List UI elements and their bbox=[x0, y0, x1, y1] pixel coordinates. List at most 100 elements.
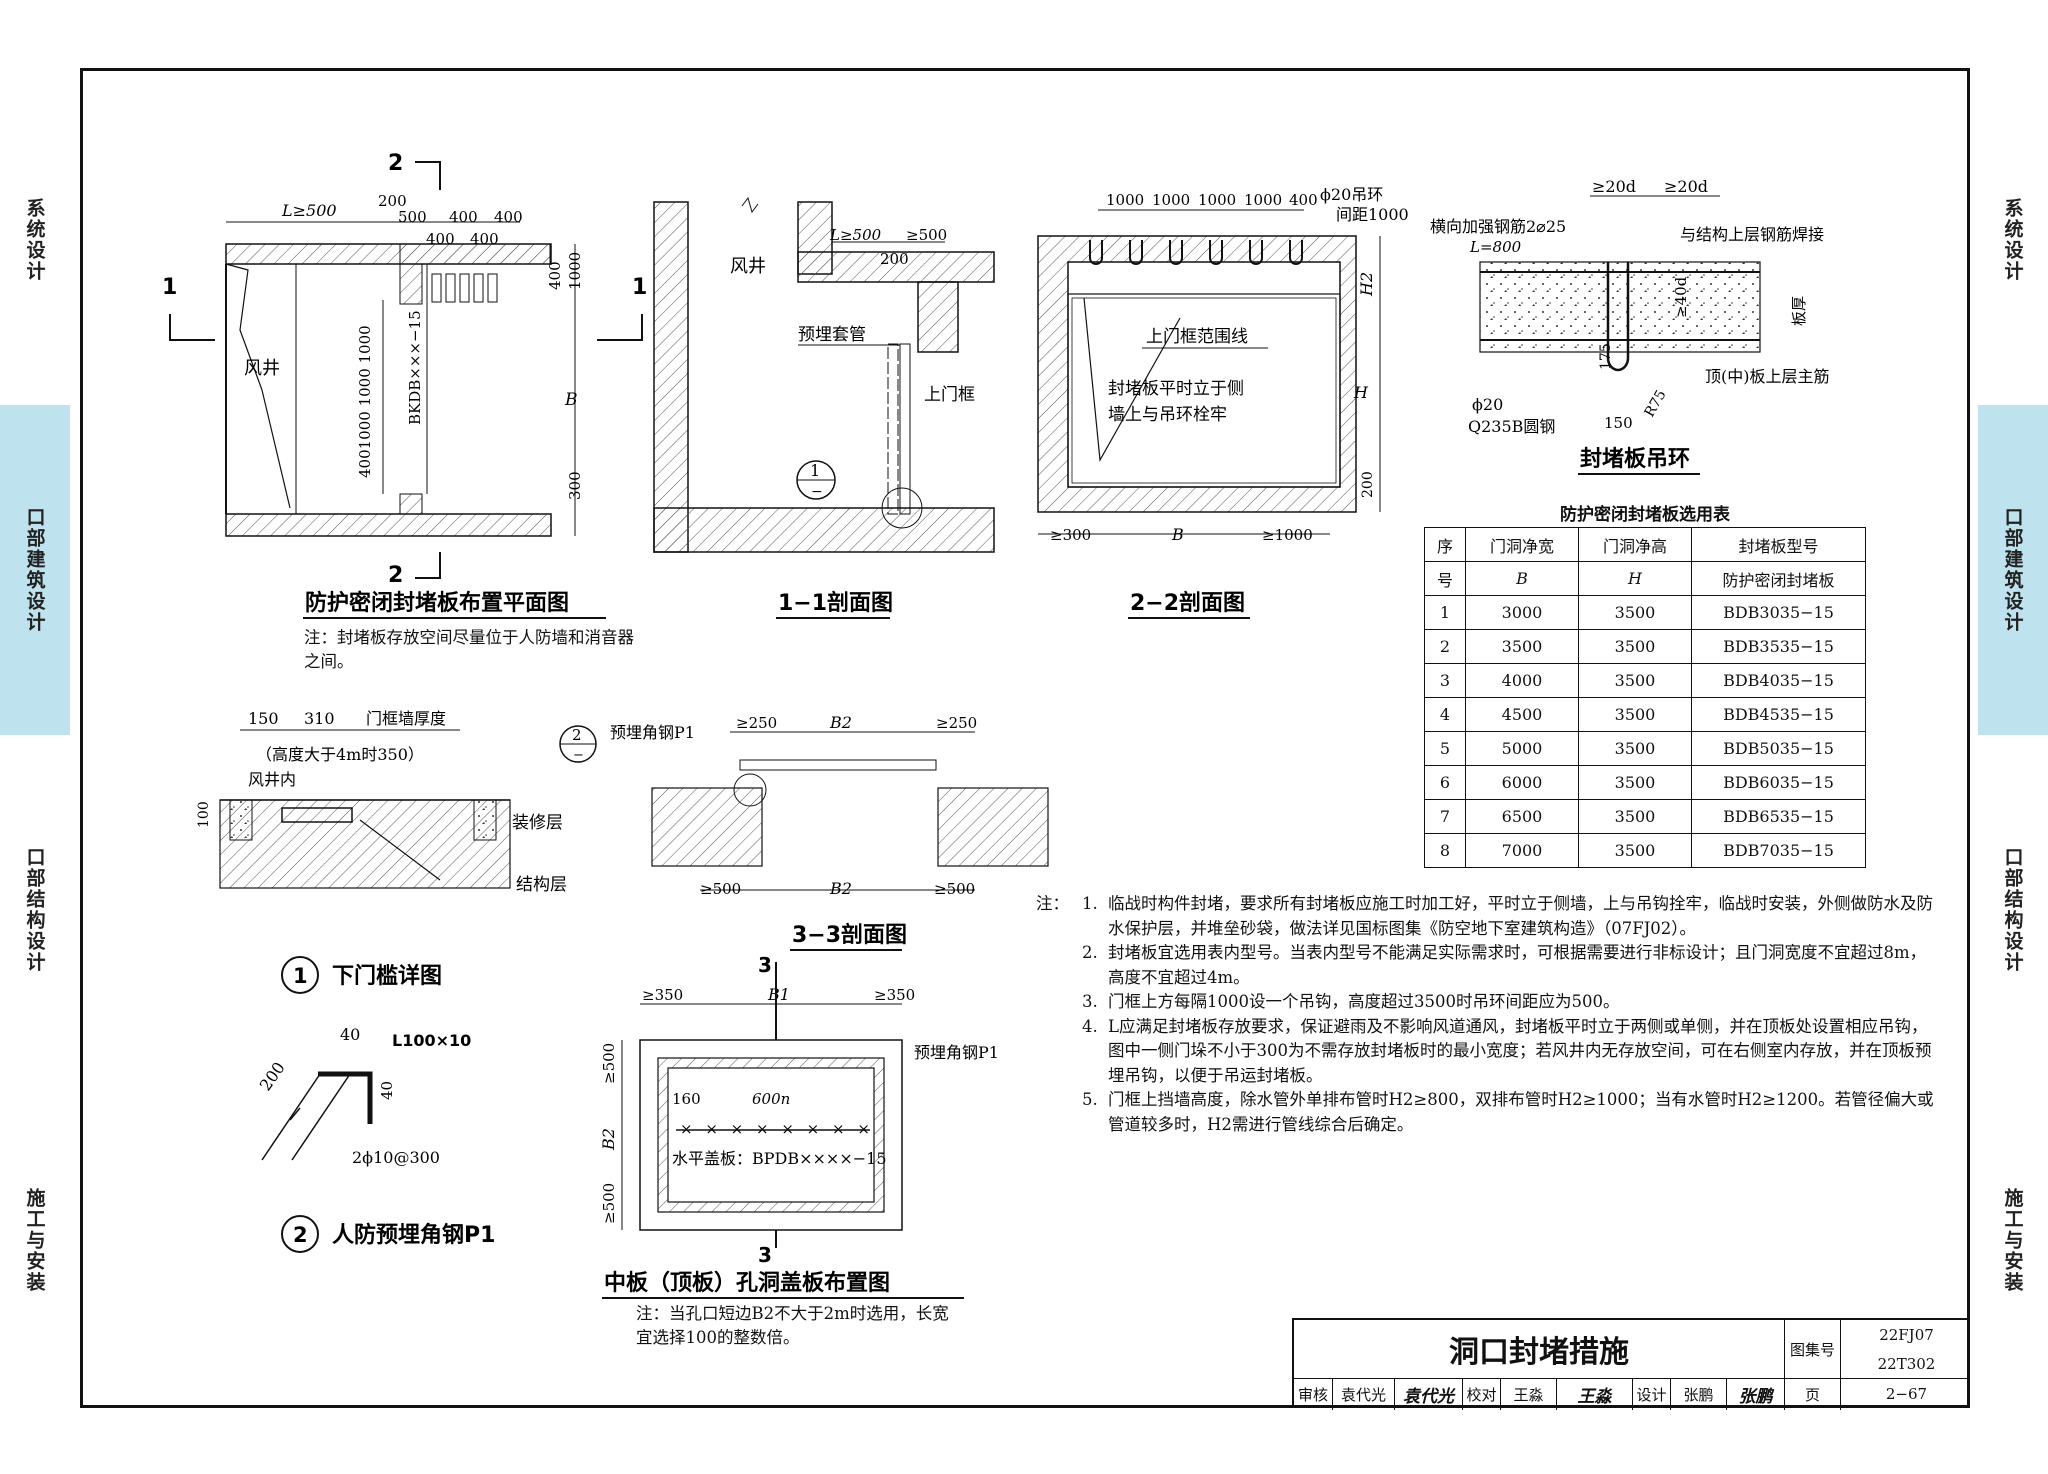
angle-bar-label: 2ϕ10@300 bbox=[352, 1148, 440, 1167]
table-cell: BDB7035−15 bbox=[1691, 833, 1866, 868]
table-cell: BDB6535−15 bbox=[1691, 799, 1866, 834]
s33-dim-B2-top: B2 bbox=[829, 713, 852, 732]
plan-dim-300: 300 bbox=[566, 471, 584, 500]
s11-detail-ref-dash: − bbox=[811, 484, 823, 500]
notes-list: 1.临战时构件封堵，要求所有封堵板应施工时加工好，平时立于侧墙，上与吊钩拴牢，临… bbox=[1082, 892, 1942, 1137]
s22-dim-H2: H2 bbox=[1357, 272, 1376, 297]
plan-title: 防护密闭封堵板布置平面图 bbox=[305, 590, 569, 616]
check-signature: 王淼 bbox=[1556, 1378, 1632, 1410]
s33-angle-label: 预埋角钢P1 bbox=[610, 723, 695, 742]
s33-ref-dash: − bbox=[573, 748, 584, 763]
table-cell: BDB3035−15 bbox=[1691, 595, 1866, 630]
plan-fengjing-label: 风井 bbox=[244, 358, 280, 379]
cover-dim-B2: B2 bbox=[599, 1128, 618, 1151]
check-name: 王淼 bbox=[1500, 1378, 1556, 1410]
s11-fengjing-label: 风井 bbox=[730, 256, 766, 277]
side-tab-entrance-architecture[interactable]: 口部建筑设计 bbox=[0, 405, 70, 735]
ring-dim-20d-a: ≥20d bbox=[1592, 177, 1636, 196]
s22-dim-200: 200 bbox=[1360, 471, 1376, 498]
side-tab-construction-right[interactable]: 施工与安装 bbox=[2001, 1187, 2024, 1293]
table-cell: 6500 bbox=[1465, 799, 1579, 834]
table-cell: 7000 bbox=[1465, 833, 1579, 868]
s33-dim-250b: ≥250 bbox=[936, 714, 977, 732]
side-tab-system-design[interactable]: 系统设计 bbox=[23, 198, 46, 282]
table-subheader-row: 号 B H 防护密闭封堵板 bbox=[1424, 561, 1866, 596]
cover-title: 中板（顶板）孔洞盖板布置图 bbox=[604, 1270, 890, 1296]
table-cell: 3500 bbox=[1578, 765, 1692, 800]
side-tab-system-design-right[interactable]: 系统设计 bbox=[2001, 198, 2024, 282]
ring-bar-label: 横向加强钢筋2⌀25 bbox=[1430, 217, 1566, 236]
sill-title: 下门槛详图 bbox=[332, 963, 442, 989]
plan-dim-L: L≥500 bbox=[281, 201, 337, 220]
title-block-row-signatures: 审核 袁代光 袁代光 校对 王淼 王淼 设计 张鹏 张鹏 页 2−67 bbox=[1294, 1378, 1970, 1410]
table-cell: BDB4535−15 bbox=[1691, 697, 1866, 732]
plan-dim-400d: 400 bbox=[470, 230, 499, 248]
side-tab-entrance-architecture-right[interactable]: 口部建筑设计 bbox=[1978, 405, 2048, 735]
s22-dim-1000c: 1000 bbox=[1198, 191, 1236, 209]
ring-dim-R75: R75 bbox=[1642, 387, 1670, 420]
plan-section-2-bottom: 2 bbox=[388, 563, 403, 588]
s22-title: 2−2剖面图 bbox=[1130, 590, 1245, 616]
note-item: 1.临战时构件封堵，要求所有封堵板应施工时加工好，平时立于侧墙，上与吊钩拴牢，临… bbox=[1082, 894, 1933, 938]
table-header-cell: 号 bbox=[1424, 561, 1466, 596]
cover-note: 注：当孔口短边B2不大于2m时选用，长宽宜选择100的整数倍。 bbox=[636, 1302, 956, 1350]
s22-ring-label: ϕ20吊环 bbox=[1320, 185, 1383, 204]
page-number: 2−67 bbox=[1840, 1378, 1972, 1410]
table-cell: 3500 bbox=[1578, 629, 1692, 664]
notes-label: 注： bbox=[1036, 894, 1069, 913]
s22-dim-1000e: ≥1000 bbox=[1262, 526, 1313, 544]
ring-dim-175: 175 bbox=[1598, 343, 1614, 370]
s22-dim-H: H bbox=[1353, 383, 1369, 402]
plan-dim-vertical: 4001000 1000 1000 bbox=[356, 325, 374, 478]
table-cell: BDB6035−15 bbox=[1691, 765, 1866, 800]
section-3-3: 2 − 预埋角钢P1 ≥250 B2 ≥250 ≥500 B2 ≥500 3−3… bbox=[559, 713, 1049, 951]
plan-note-text: 封堵板存放空间尽量位于人防墙和消音器之间。 bbox=[304, 628, 634, 671]
cover-dim-500b: ≥500 bbox=[600, 1183, 618, 1224]
table-header-cell: 封堵板型号 bbox=[1691, 527, 1866, 562]
ring-phi-label: ϕ20 bbox=[1472, 395, 1503, 414]
plan-dim-500: 500 bbox=[398, 208, 427, 226]
angle-circle-num: 2 bbox=[293, 1223, 308, 1247]
left-side-tabs: 系统设计 口部建筑设计 口部结构设计 施工与安装 bbox=[0, 0, 70, 1474]
table-header-cell: 序 bbox=[1424, 527, 1466, 562]
side-tab-construction[interactable]: 施工与安装 bbox=[23, 1187, 46, 1293]
plan-view: 风井 BKDB×××−15 4001000 1000 1000 1000 B 3… bbox=[162, 151, 647, 619]
s22-dim-1000a: 1000 bbox=[1106, 191, 1144, 209]
plan-section-1-left: 1 bbox=[162, 275, 177, 300]
table-cell: 3500 bbox=[1578, 663, 1692, 698]
plan-dim-400: 400 bbox=[546, 261, 564, 290]
table-cell: 1 bbox=[1424, 595, 1466, 630]
table-subheader-cell: B bbox=[1465, 561, 1579, 596]
sill-dim-100: 100 bbox=[196, 801, 212, 828]
review-name: 袁代光 bbox=[1332, 1378, 1394, 1410]
side-tab-entrance-structure[interactable]: 口部结构设计 bbox=[23, 847, 46, 973]
side-tab-entrance-structure-right[interactable]: 口部结构设计 bbox=[2001, 847, 2024, 973]
ring-L-label: L=800 bbox=[1469, 238, 1522, 256]
table-cell: 3500 bbox=[1578, 799, 1692, 834]
s11-stacked-boards bbox=[887, 343, 911, 515]
table-cell: 3 bbox=[1424, 663, 1466, 698]
s33-dim-500b: ≥500 bbox=[934, 880, 975, 898]
atlas-no-1: 22FJ07 bbox=[1840, 1320, 1972, 1349]
angle-detail: 40 L100×10 40 200 2ϕ10@300 2 人防预埋角钢P1 bbox=[256, 1025, 495, 1253]
cover-plate-label: 水平盖板：BPDB××××−15 bbox=[672, 1149, 887, 1168]
section-2-2: 1000 1000 1000 1000 400 ϕ20吊环 间距1000 上门框… bbox=[1037, 185, 1409, 619]
ring-steel-label: Q235B圆钢 bbox=[1468, 417, 1555, 436]
design-name: 张鹏 bbox=[1670, 1378, 1726, 1410]
s22-dim-1000b: 1000 bbox=[1152, 191, 1190, 209]
plan-dim-400c: 400 bbox=[426, 230, 455, 248]
table-cell: BDB5035−15 bbox=[1691, 731, 1866, 766]
angle-dim-200: 200 bbox=[256, 1058, 289, 1094]
right-side-tabs: 系统设计 口部建筑设计 口部结构设计 施工与安装 bbox=[1978, 0, 2048, 1474]
cover-note-text: 当孔口短边B2不大于2m时选用，长宽宜选择100的整数倍。 bbox=[636, 1304, 949, 1347]
atlas-no-2: 22T302 bbox=[1840, 1349, 1972, 1378]
plan-dim-400a: 400 bbox=[449, 208, 478, 226]
ring-dim-40d: ≥40d bbox=[1672, 276, 1690, 318]
table-cell: 4000 bbox=[1465, 663, 1579, 698]
table-header-cell: 门洞净高 bbox=[1578, 527, 1692, 562]
